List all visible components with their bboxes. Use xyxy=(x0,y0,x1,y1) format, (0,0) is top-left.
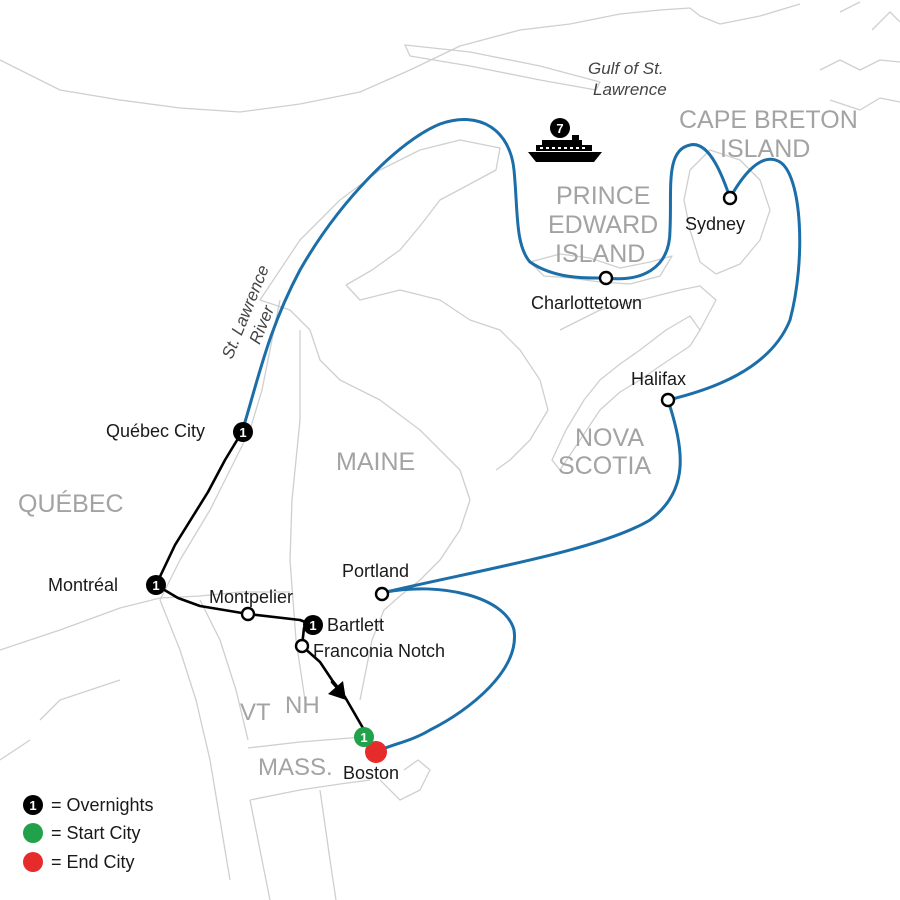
end-dot-icon xyxy=(365,741,387,763)
cape-cod-outline xyxy=(379,759,431,801)
newfoundland-outline xyxy=(819,59,900,111)
quebec-city-badge: 1 xyxy=(233,422,253,442)
montreal-badge-text: 1 xyxy=(152,578,159,593)
legend-start-label: = Start City xyxy=(51,823,141,843)
vt-nh-border-outline xyxy=(199,599,249,741)
end-dot-icon xyxy=(23,852,43,872)
sea-route-line xyxy=(240,118,802,754)
region-pei-line3: ISLAND xyxy=(555,240,645,268)
city-labels: Québec City Montréal Montpelier Bartlett… xyxy=(48,214,745,783)
region-quebec: QUÉBEC xyxy=(18,489,124,518)
st-lawrence-south-outline xyxy=(159,299,281,601)
start-dot-icon xyxy=(23,823,43,843)
bartlett-badge-text: 1 xyxy=(309,618,316,633)
boston-end-marker xyxy=(365,741,387,763)
city-quebec-city: Québec City xyxy=(106,421,205,441)
boston-start-badge: 1 xyxy=(354,727,374,747)
us-canada-border-outline xyxy=(0,591,290,651)
overnight-badges: 1 1 1 1 xyxy=(146,422,387,763)
gulf-label-line2: Lawrence xyxy=(593,80,667,99)
ship-funnel xyxy=(572,135,579,141)
bartlett-badge: 1 xyxy=(303,615,323,635)
legend: 1 = Overnights = Start City = End City xyxy=(23,795,154,872)
vt-ny-border-outline xyxy=(159,599,231,881)
mass-south-border-outline xyxy=(249,779,371,801)
ship-deck-upper xyxy=(542,140,582,145)
nova-scotia-north-outline xyxy=(559,285,717,331)
lake-champlain-outline xyxy=(0,679,121,761)
city-franconia: Franconia Notch xyxy=(313,641,445,661)
waypoints xyxy=(240,190,738,654)
cruise-badge-icon xyxy=(550,118,570,138)
charlottetown-marker xyxy=(598,270,614,286)
overnight-badge-icon xyxy=(23,795,43,815)
overnight-badge-icon xyxy=(303,615,323,635)
maine-border-outline xyxy=(259,299,471,501)
montreal-badge: 1 xyxy=(146,575,166,595)
halifax-marker xyxy=(660,392,676,408)
region-vt: VT xyxy=(240,699,271,726)
ship-windows xyxy=(540,147,585,149)
legend-start: = Start City xyxy=(23,823,141,843)
region-nova-scotia-line1: NOVA xyxy=(575,424,644,452)
city-sydney: Sydney xyxy=(685,214,745,234)
city-portland: Portland xyxy=(342,561,409,581)
city-boston: Boston xyxy=(343,763,399,783)
overnight-badge-icon xyxy=(146,575,166,595)
franconia-marker xyxy=(294,638,310,654)
gaspe-outline xyxy=(259,139,501,301)
legend-overnights-badge-text: 1 xyxy=(29,798,36,813)
region-pei-line2: EDWARD xyxy=(548,211,658,239)
region-cape-breton-line2: ISLAND xyxy=(720,135,810,163)
cape-breton-outline xyxy=(683,149,771,275)
region-cape-breton-line1: CAPE BRETON xyxy=(679,106,858,134)
legend-overnights-label: = Overnights xyxy=(51,795,154,815)
gulf-label-line1: Gulf of St. xyxy=(588,59,664,78)
direction-arrow-icon xyxy=(328,681,346,700)
far-north-outline xyxy=(689,1,900,31)
region-nh: NH xyxy=(285,692,320,719)
legend-end: = End City xyxy=(23,852,135,872)
ship-hull xyxy=(528,152,602,162)
quebec-city-badge-text: 1 xyxy=(239,425,246,440)
portland-marker xyxy=(374,586,390,602)
region-pei-line1: PRINCE xyxy=(556,182,650,210)
city-charlottetown: Charlottetown xyxy=(531,293,642,313)
cruise-badge-text: 7 xyxy=(556,121,563,136)
mass-north-border-outline xyxy=(247,735,373,749)
new-brunswick-outline xyxy=(345,284,549,471)
north-shore-outline xyxy=(0,7,691,113)
start-dot-icon xyxy=(354,727,374,747)
city-halifax: Halifax xyxy=(631,369,686,389)
cruise-ship-icon: 7 xyxy=(528,118,602,162)
montpelier-marker xyxy=(240,606,256,622)
sydney-marker xyxy=(722,190,738,206)
pei-outline xyxy=(529,253,673,285)
city-montpelier: Montpelier xyxy=(209,587,293,607)
anticosti-island-outline xyxy=(404,44,601,91)
city-montreal: Montréal xyxy=(48,575,118,595)
city-bartlett: Bartlett xyxy=(327,615,384,635)
region-mass: MASS. xyxy=(258,754,333,781)
nova-scotia-outline xyxy=(551,315,701,471)
maine-coast-outline xyxy=(359,499,471,701)
region-nova-scotia-line2: SCOTIA xyxy=(558,452,651,480)
connecticut-outline xyxy=(249,789,337,900)
boston-start-badge-text: 1 xyxy=(360,730,367,745)
legend-end-label: = End City xyxy=(51,852,135,872)
region-labels: QUÉBEC MAINE NOVA SCOTIA PRINCE EDWARD I… xyxy=(18,106,858,781)
region-maine: MAINE xyxy=(336,448,415,476)
overnight-badge-icon xyxy=(233,422,253,442)
legend-overnights: 1 = Overnights xyxy=(23,795,154,815)
